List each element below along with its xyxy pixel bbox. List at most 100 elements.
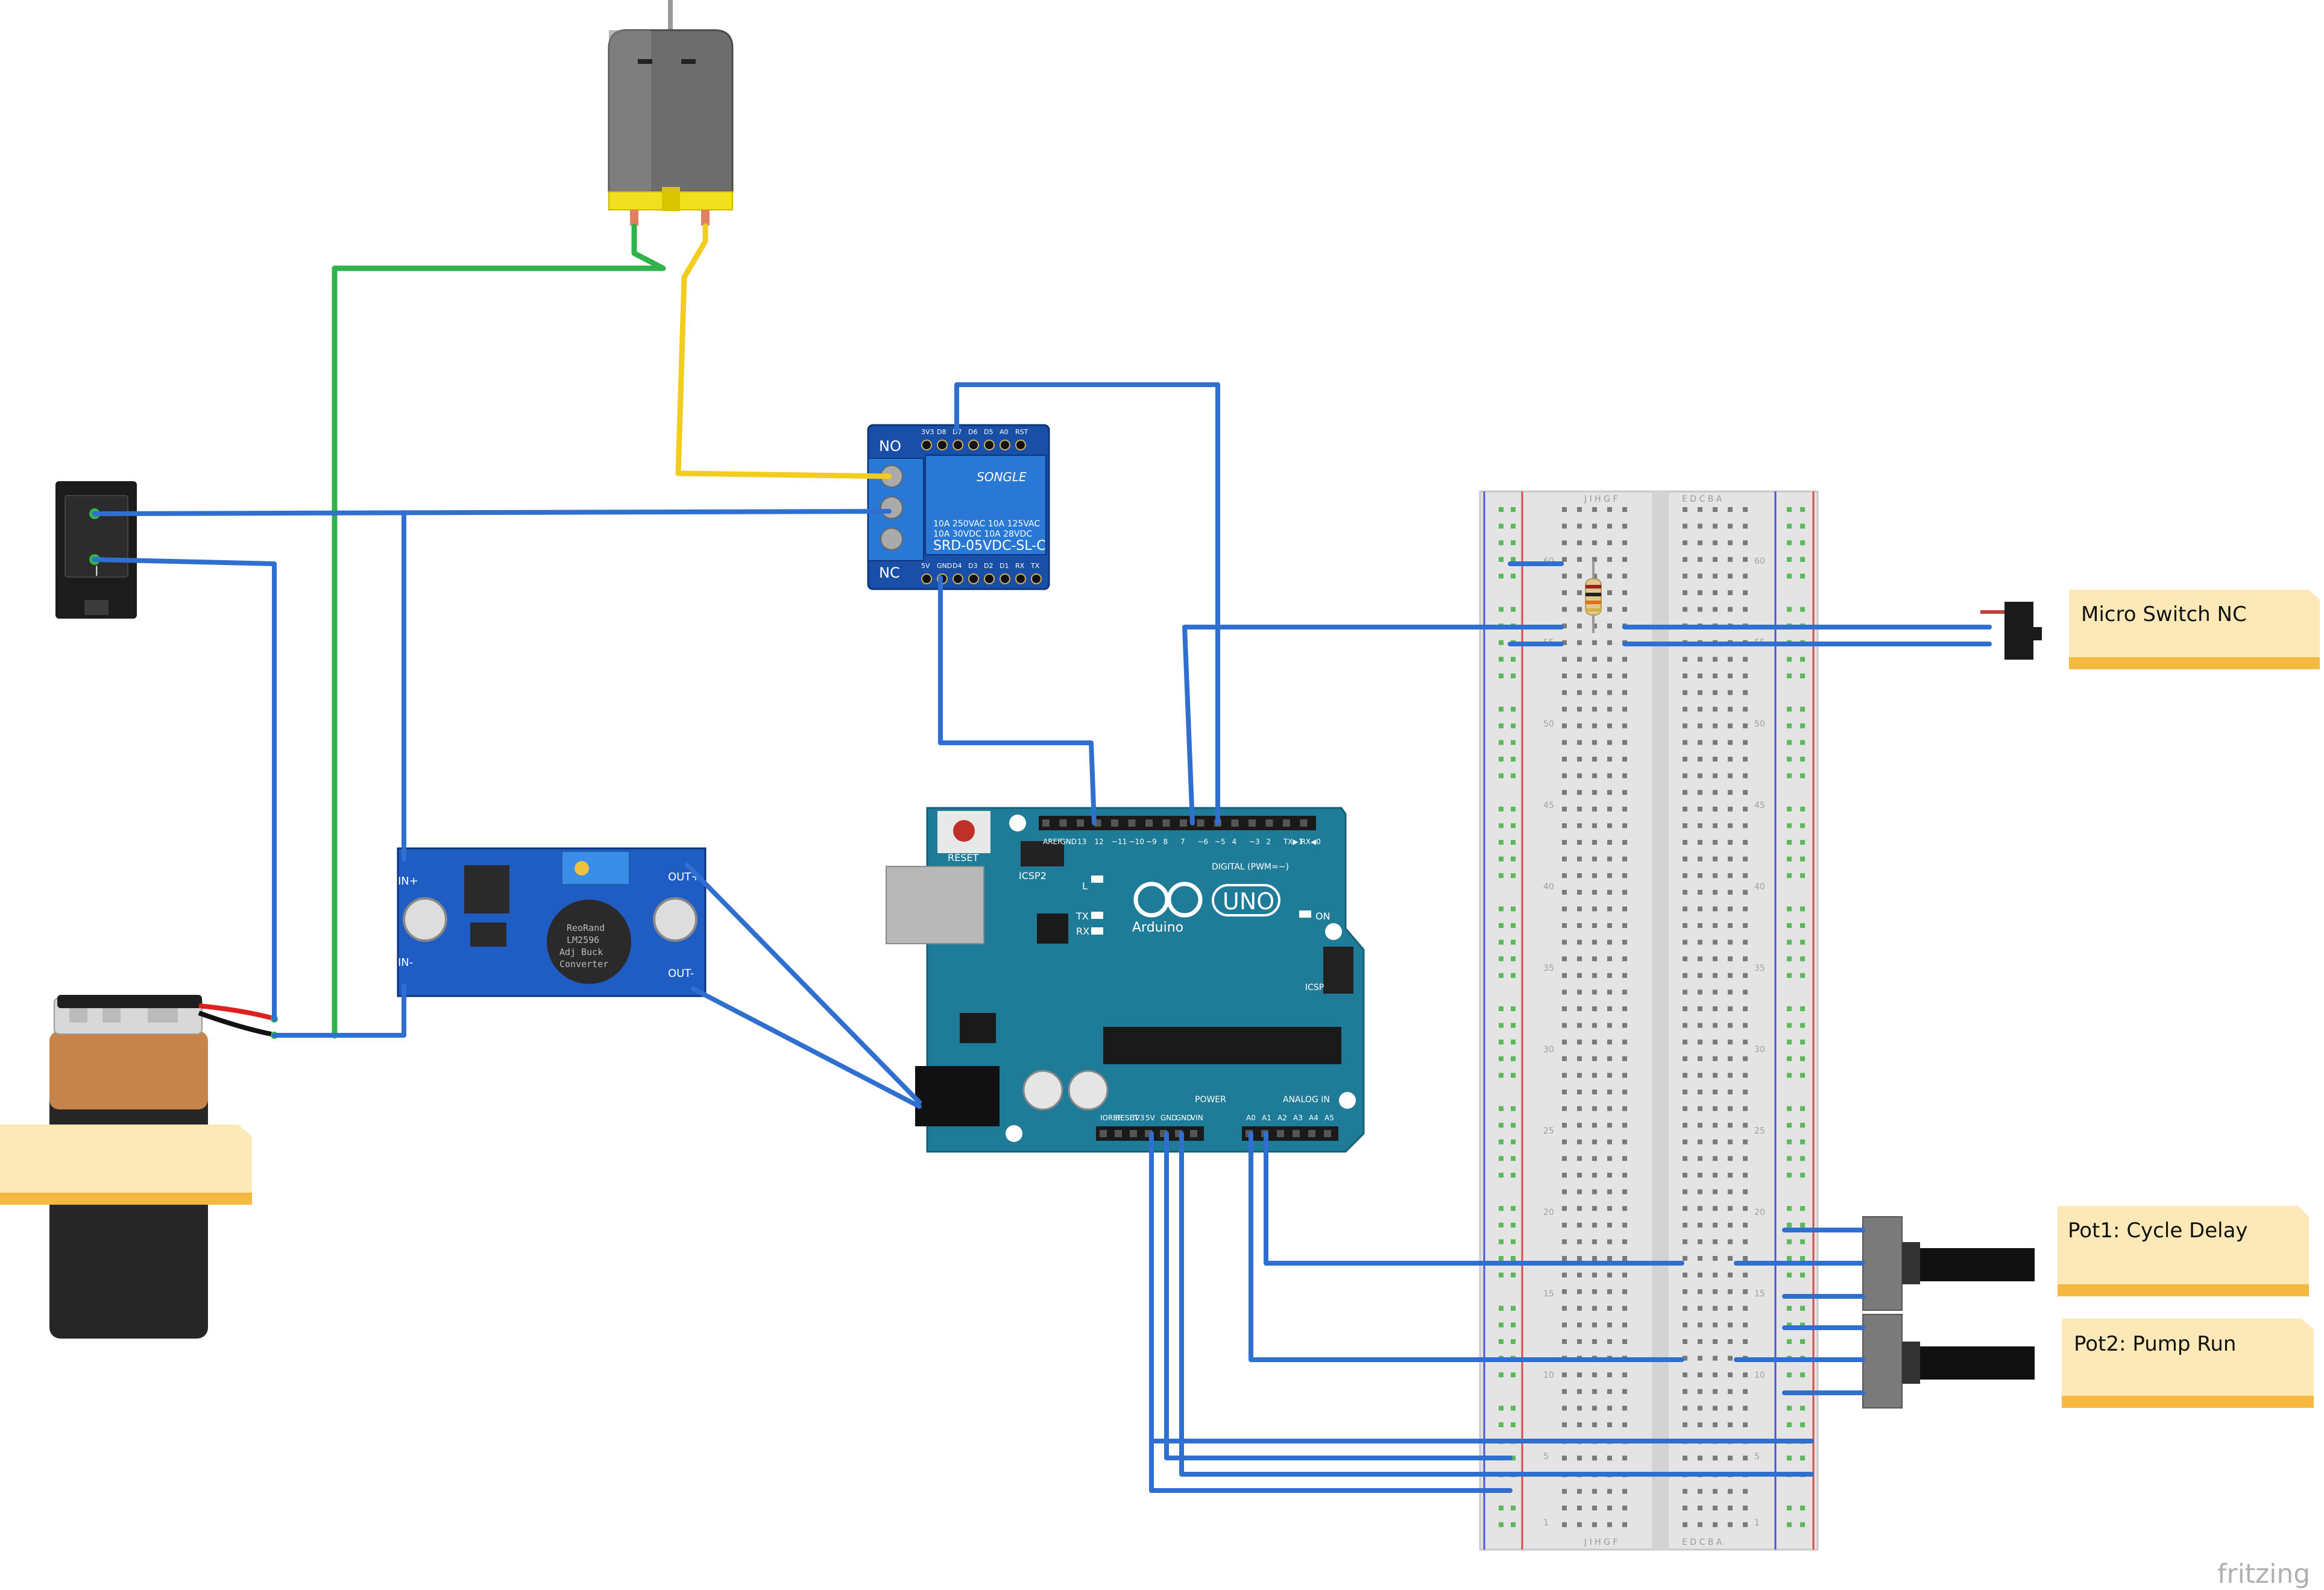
wire-gnd-to-bb-rail-2[interactable] (1179, 1131, 1814, 1477)
bb-hole[interactable] (1683, 1289, 1687, 1295)
bb-hole[interactable] (1562, 1039, 1567, 1045)
bb-hole[interactable] (1562, 540, 1567, 546)
bb-hole[interactable] (1698, 757, 1702, 762)
bb-rail-hole[interactable] (1499, 973, 1504, 978)
bb-rail-hole[interactable] (1787, 1222, 1792, 1228)
bb-rail-hole[interactable] (1499, 923, 1504, 928)
bb-hole[interactable] (1592, 923, 1597, 928)
relay-pin[interactable] (921, 440, 932, 450)
bb-hole[interactable] (1713, 1023, 1718, 1028)
bb-hole[interactable] (1607, 1522, 1612, 1527)
bb-hole[interactable] (1562, 1389, 1567, 1394)
bb-hole[interactable] (1728, 1073, 1733, 1078)
bb-hole[interactable] (1743, 1389, 1748, 1394)
bb-rail-hole[interactable] (1511, 1456, 1516, 1461)
bb-rail-hole[interactable] (1499, 1305, 1504, 1311)
bb-hole[interactable] (1698, 1305, 1702, 1311)
bb-hole[interactable] (1743, 906, 1748, 912)
bb-hole[interactable] (1713, 840, 1718, 845)
bb-hole[interactable] (1607, 1422, 1612, 1427)
bb-hole[interactable] (1592, 1389, 1597, 1394)
bb-hole[interactable] (1728, 1173, 1733, 1178)
bb-hole[interactable] (1607, 989, 1612, 995)
bb-hole[interactable] (1683, 1405, 1687, 1411)
bb-hole[interactable] (1713, 956, 1718, 962)
bb-hole[interactable] (1683, 1106, 1687, 1111)
bb-hole[interactable] (1592, 939, 1597, 945)
bb-hole[interactable] (1592, 1073, 1597, 1078)
bb-hole[interactable] (1622, 1272, 1627, 1278)
bb-hole[interactable] (1592, 1322, 1597, 1328)
bb-rail-hole[interactable] (1800, 573, 1805, 579)
bb-hole[interactable] (1607, 1239, 1612, 1245)
bb-rail-hole[interactable] (1787, 607, 1792, 612)
bb-hole[interactable] (1728, 823, 1733, 828)
bb-hole[interactable] (1592, 1156, 1597, 1161)
bb-hole[interactable] (1713, 923, 1718, 928)
bb-hole[interactable] (1592, 723, 1597, 728)
bb-hole[interactable] (1683, 1123, 1687, 1128)
bb-rail-hole[interactable] (1800, 1239, 1805, 1245)
bb-hole[interactable] (1683, 1355, 1687, 1361)
bb-hole[interactable] (1592, 1522, 1597, 1527)
bb-hole[interactable] (1607, 840, 1612, 845)
bb-rail-hole[interactable] (1499, 1006, 1504, 1011)
bb-rail-hole[interactable] (1787, 840, 1792, 845)
arduino-pin[interactable] (1277, 1130, 1284, 1137)
bb-hole[interactable] (1577, 1106, 1582, 1111)
wire-relay-signal-to-pin7[interactable] (954, 382, 1220, 825)
bb-hole[interactable] (1592, 507, 1597, 512)
bb-hole[interactable] (1713, 906, 1718, 912)
bb-hole[interactable] (1683, 889, 1687, 895)
bb-rail-hole[interactable] (1499, 540, 1504, 546)
bb-hole[interactable] (1607, 823, 1612, 828)
wire-a0-to-bb[interactable] (1264, 1131, 1684, 1266)
bb-hole[interactable] (1577, 1023, 1582, 1028)
bb-hole[interactable] (1713, 1189, 1718, 1194)
bb-hole[interactable] (1728, 1372, 1733, 1378)
bb-rail-hole[interactable] (1787, 1272, 1792, 1278)
bb-hole[interactable] (1713, 507, 1718, 512)
bb-rail-hole[interactable] (1511, 1173, 1516, 1178)
bb-hole[interactable] (1683, 1156, 1687, 1161)
bb-hole[interactable] (1728, 1139, 1733, 1144)
bb-hole[interactable] (1562, 1056, 1567, 1061)
bb-hole[interactable] (1562, 1506, 1567, 1510)
bb-rail-hole[interactable] (1511, 1372, 1516, 1378)
bb-hole[interactable] (1607, 1389, 1612, 1394)
bb-hole[interactable] (1743, 723, 1748, 728)
bb-hole[interactable] (1592, 1256, 1597, 1261)
bb-hole[interactable] (1683, 856, 1687, 862)
bb-hole[interactable] (1607, 1222, 1612, 1228)
bb-hole[interactable] (1698, 889, 1702, 895)
bb-rail-hole[interactable] (1787, 939, 1792, 945)
bb-hole[interactable] (1698, 1222, 1702, 1228)
arduino-pin[interactable] (1190, 1130, 1197, 1137)
bb-rail-hole[interactable] (1800, 1339, 1805, 1344)
bb-rail-hole[interactable] (1787, 1123, 1792, 1128)
bb-rail-hole[interactable] (1511, 1422, 1516, 1427)
bb-hole[interactable] (1577, 1489, 1582, 1494)
bb-hole[interactable] (1683, 939, 1687, 945)
bb-rail-hole[interactable] (1800, 923, 1805, 928)
bb-hole[interactable] (1622, 1206, 1627, 1211)
relay-pin[interactable] (968, 573, 979, 584)
bb-hole[interactable] (1698, 873, 1702, 879)
bb-hole[interactable] (1607, 607, 1612, 612)
bb-rail-hole[interactable] (1511, 1206, 1516, 1211)
bb-hole[interactable] (1592, 740, 1597, 745)
bb-hole[interactable] (1607, 1139, 1612, 1144)
bb-hole[interactable] (1607, 1322, 1612, 1328)
bb-hole[interactable] (1743, 607, 1748, 612)
bb-rail-hole[interactable] (1511, 540, 1516, 546)
bb-rail-hole[interactable] (1787, 1506, 1792, 1510)
bb-hole[interactable] (1698, 1039, 1702, 1045)
bb-hole[interactable] (1607, 1506, 1612, 1510)
bb-hole[interactable] (1562, 657, 1567, 662)
bb-hole[interactable] (1622, 1506, 1627, 1510)
bb-hole[interactable] (1622, 1073, 1627, 1078)
bb-rail-hole[interactable] (1787, 657, 1792, 662)
bb-hole[interactable] (1577, 956, 1582, 962)
bb-hole[interactable] (1562, 740, 1567, 745)
bb-hole[interactable] (1562, 1322, 1567, 1328)
